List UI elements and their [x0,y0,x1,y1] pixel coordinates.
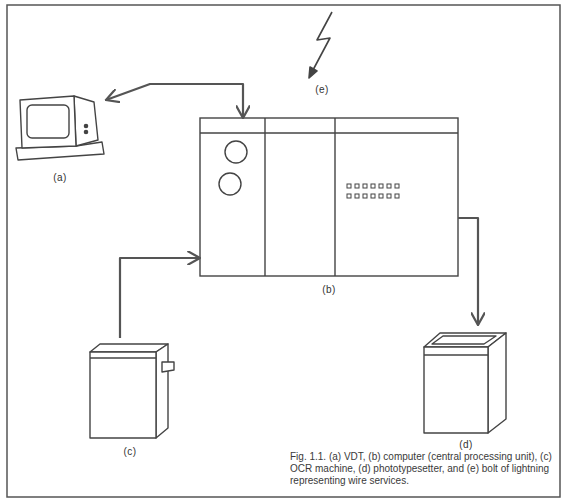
figure-part: (b) [200,118,458,296]
lightning-bolt [309,12,332,78]
part-letter: (b) [322,284,336,296]
page-frame [7,5,560,497]
flow-arrow [458,218,478,325]
figure-part: (d) [418,325,514,451]
caption-text: Fig. 1.1. (a) VDT, (b) computer (central… [290,451,552,486]
figure-part: (e) [300,10,344,96]
part-letter: (c) [123,446,136,458]
figure-caption: Fig. 1.1. (a) VDT, (b) computer (central… [290,451,556,487]
figure-part: (c) [84,338,176,458]
phototypesetter-drawing [424,333,506,433]
flow-arrow [120,258,200,338]
flow-arrow [106,84,243,118]
computer-drawing [200,118,458,276]
figure-part: (a) [14,88,106,184]
part-letter: (a) [53,172,67,184]
vdt-drawing [16,96,104,160]
part-letter: (e) [315,84,329,96]
ocr-drawing [90,344,174,438]
part-letter: (d) [459,439,473,451]
